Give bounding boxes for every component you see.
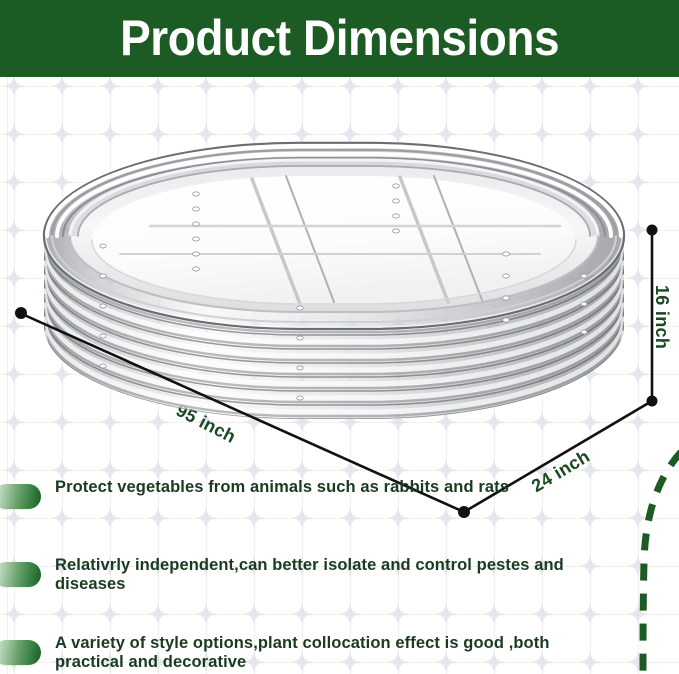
feature-list: Protect vegetables from animals such as … xyxy=(0,478,679,674)
feature-text: A variety of style options,plant colloca… xyxy=(55,634,550,671)
list-item: Relativrly independent,can better isolat… xyxy=(0,556,679,612)
product-illustration xyxy=(42,141,626,419)
feature-text: Relativrly independent,can better isolat… xyxy=(55,556,564,593)
list-item: Protect vegetables from animals such as … xyxy=(0,478,679,534)
bullet-pill-icon xyxy=(0,562,41,587)
header-banner: Product Dimensions xyxy=(0,0,679,77)
feature-text: Protect vegetables from animals such as … xyxy=(55,478,510,496)
bullet-pill-icon xyxy=(0,640,41,665)
list-item: A variety of style options,plant colloca… xyxy=(0,634,679,674)
page-title: Product Dimensions xyxy=(119,9,560,66)
bullet-pill-icon xyxy=(0,484,41,509)
